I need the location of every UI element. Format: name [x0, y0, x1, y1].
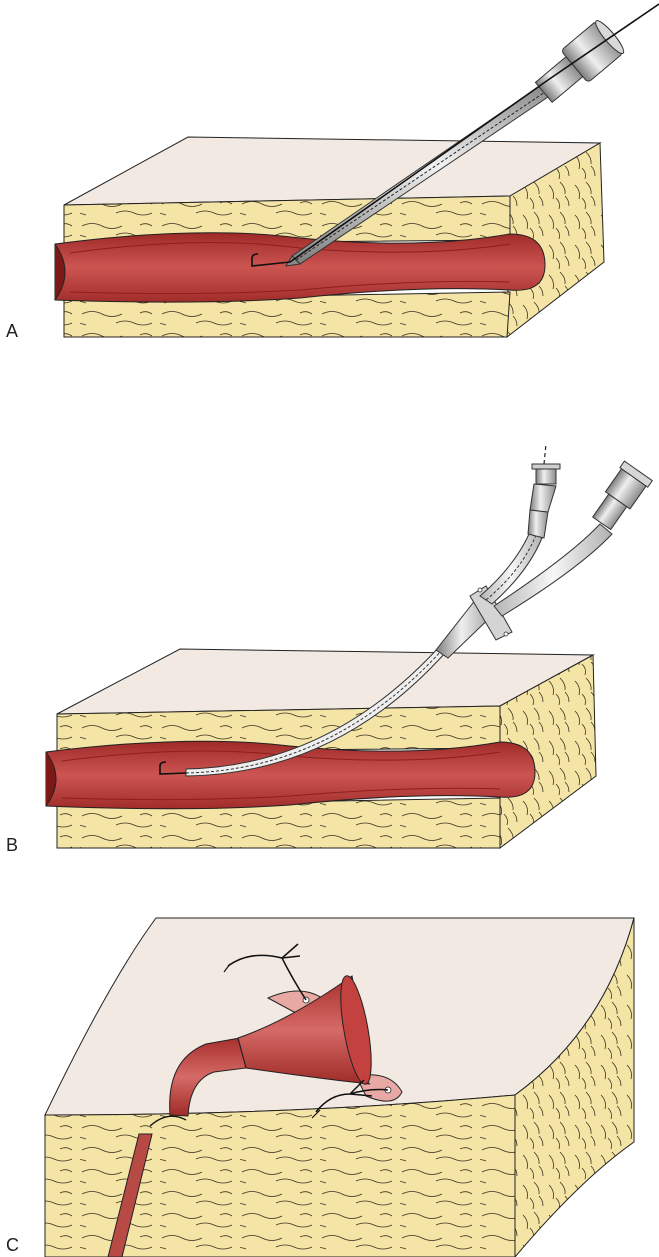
panel-b: B	[0, 436, 659, 856]
panel-c-illustration	[0, 880, 659, 1257]
vessel	[55, 233, 545, 302]
extension-lines	[480, 524, 612, 616]
panel-a-illustration	[0, 0, 659, 350]
guidewire-exit	[544, 444, 546, 464]
panel-label-a: A	[6, 322, 18, 340]
panel-label-c: C	[6, 1236, 19, 1254]
panel-a: A	[0, 0, 659, 350]
panel-b-illustration	[0, 436, 659, 856]
panel-label-b: B	[6, 836, 18, 854]
luer-connector-right	[588, 461, 653, 533]
catheter-hub	[436, 586, 512, 658]
panel-c: C	[0, 880, 659, 1257]
luer-connector-left	[528, 464, 560, 538]
